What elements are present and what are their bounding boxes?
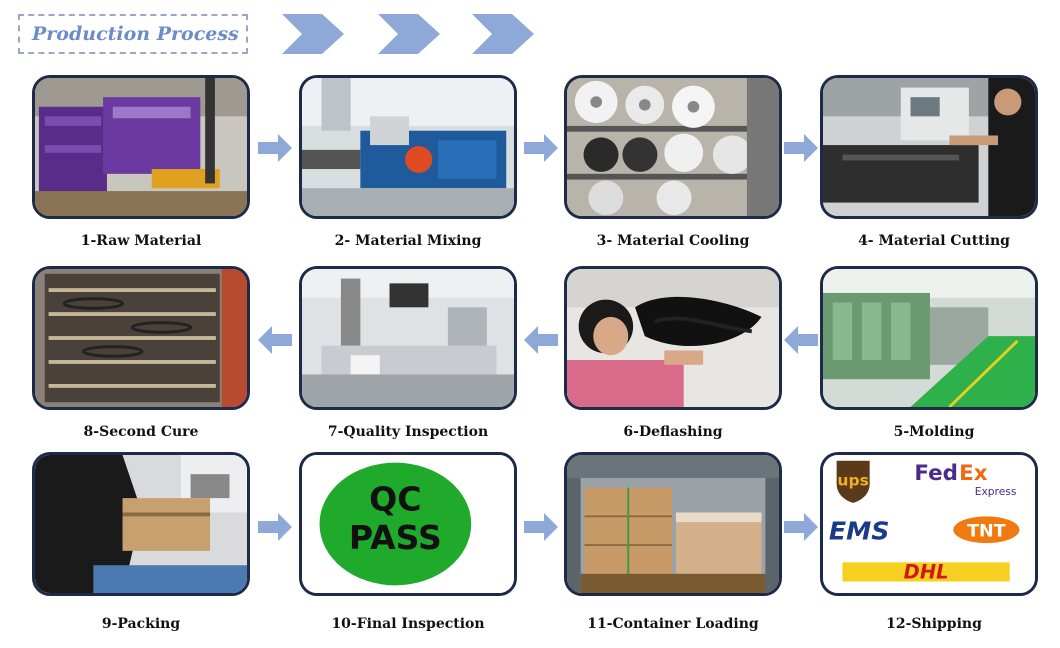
step-label: 5-Molding: [893, 424, 975, 440]
header-box: Production Process: [18, 14, 248, 54]
step-card-material-mixing: [299, 75, 517, 219]
arrow-right-icon: [784, 513, 818, 541]
arrow-right-icon: [524, 134, 558, 162]
step-card-material-cutting: [820, 75, 1038, 219]
step-label: 7-Quality Inspection: [327, 424, 489, 440]
mixing-machine-photo: [302, 78, 514, 216]
arrow-right-icon: [524, 513, 558, 541]
container-loading-photo: [567, 455, 779, 593]
deflashing-worker-photo: [567, 269, 779, 407]
material-rolls-photo: [567, 78, 779, 216]
step-label: 2- Material Mixing: [334, 233, 482, 249]
step-label: 6-Deflashing: [623, 424, 723, 440]
arrow-right-icon: [784, 134, 818, 162]
step-card-deflashing: [564, 266, 782, 410]
fedex-fed-text: Fed: [914, 461, 958, 486]
chevron-right-icon: [472, 14, 534, 54]
step-label: 3- Material Cooling: [596, 233, 750, 249]
step-card-shipping: ups Fed Ex Express EMS TNT DHL: [820, 452, 1038, 596]
step-label: 9-Packing: [101, 616, 181, 632]
step-card-second-cure: [32, 266, 250, 410]
fedex-ex-text: Ex: [959, 461, 988, 486]
cutting-station-photo: [823, 78, 1035, 216]
step-card-raw-material: [32, 75, 250, 219]
step-card-container-loading: [564, 452, 782, 596]
step-label: 10-Final Inspection: [331, 616, 485, 632]
arrow-left-icon: [784, 326, 818, 354]
molding-line-photo: [823, 269, 1035, 407]
step-label: 1-Raw Material: [80, 233, 202, 249]
step-card-molding: [820, 266, 1038, 410]
ems-logo: EMS: [829, 517, 890, 546]
step-label: 11-Container Loading: [587, 616, 759, 632]
pass-text: PASS: [349, 519, 442, 557]
step-label: 12-Shipping: [886, 616, 982, 632]
packing-worker-photo: [35, 455, 247, 593]
inspection-machine-photo: [302, 269, 514, 407]
tnt-logo: TNT: [967, 522, 1006, 542]
chevron-right-icon: [378, 14, 440, 54]
step-label: 4- Material Cutting: [858, 233, 1010, 249]
ups-logo: ups: [837, 472, 868, 490]
chevron-right-icon: [282, 14, 344, 54]
qc-pass-badge: QC PASS: [302, 455, 514, 593]
arrow-right-icon: [258, 513, 292, 541]
qc-text: QC: [369, 481, 421, 519]
courier-logos: ups Fed Ex Express EMS TNT DHL: [823, 455, 1035, 593]
curing-oven-photo: [35, 269, 247, 407]
raw-material-photo: [35, 78, 247, 216]
arrow-left-icon: [258, 326, 292, 354]
arrow-right-icon: [258, 134, 292, 162]
step-label: 8-Second Cure: [83, 424, 199, 440]
step-card-material-cooling: [564, 75, 782, 219]
fedex-express-text: Express: [975, 485, 1017, 498]
step-card-quality-inspection: [299, 266, 517, 410]
page-title: Production Process: [32, 23, 239, 45]
step-card-packing: [32, 452, 250, 596]
arrow-left-icon: [524, 326, 558, 354]
step-card-final-inspection: QC PASS: [299, 452, 517, 596]
dhl-logo: DHL: [904, 561, 949, 584]
